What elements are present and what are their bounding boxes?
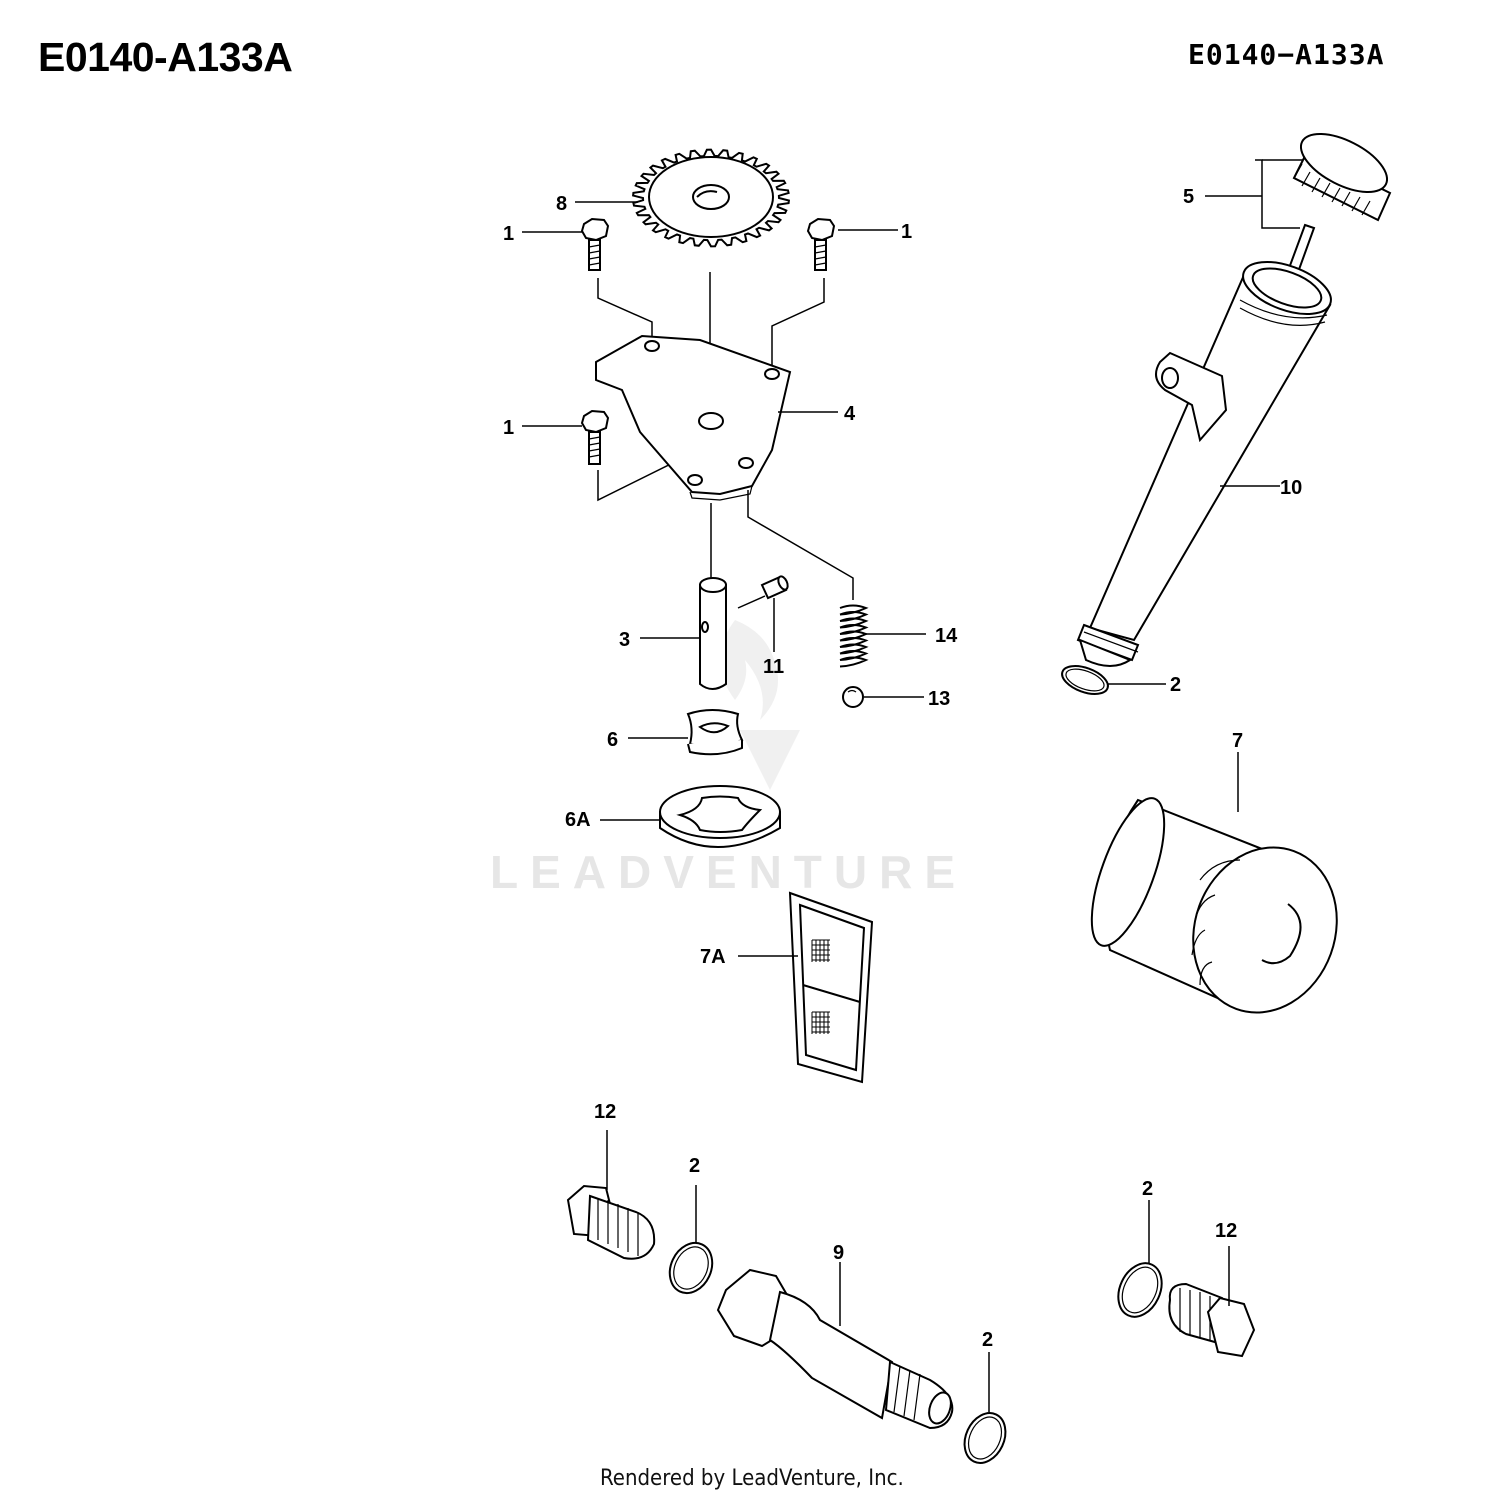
- callout-8[interactable]: 8: [556, 193, 567, 215]
- callout-7a[interactable]: 7A: [700, 946, 726, 968]
- o-ring-part-2-tube[interactable]: [1058, 661, 1111, 700]
- spring-part-14[interactable]: [839, 604, 869, 668]
- callout-10[interactable]: 10: [1280, 477, 1302, 499]
- bolt-part-1-lower[interactable]: [580, 409, 610, 465]
- callout-1-right[interactable]: 1: [901, 221, 912, 243]
- callout-12-right[interactable]: 12: [1215, 1220, 1237, 1242]
- oil-filter-part-7[interactable]: [1077, 790, 1360, 1033]
- pump-cover-part-4[interactable]: [595, 334, 792, 501]
- strainer-bolt-part-9[interactable]: [716, 1268, 955, 1430]
- ball-part-13[interactable]: [842, 686, 864, 708]
- o-ring-part-2-left[interactable]: [662, 1236, 720, 1300]
- callout-5[interactable]: 5: [1183, 186, 1194, 208]
- outer-rotor-part-6a[interactable]: [659, 785, 781, 848]
- pin-part-11[interactable]: [760, 575, 790, 600]
- o-ring-part-2-bottom[interactable]: [957, 1406, 1013, 1469]
- callout-11[interactable]: 11: [763, 656, 784, 678]
- callout-14[interactable]: 14: [935, 625, 958, 647]
- callout-2-left[interactable]: 2: [689, 1155, 700, 1177]
- shaft-part-3[interactable]: [699, 577, 727, 690]
- screen-mesh: [811, 939, 830, 1034]
- gear-part-8[interactable]: [632, 148, 790, 248]
- callout-13[interactable]: 13: [928, 688, 950, 710]
- footer-credit: Rendered by LeadVenture, Inc.: [600, 1466, 904, 1491]
- callout-1-lower[interactable]: 1: [503, 417, 514, 439]
- callout-4[interactable]: 4: [844, 403, 856, 425]
- bolt-part-1-left[interactable]: [580, 217, 610, 271]
- watermark: LEADVENTURE: [490, 620, 967, 898]
- diagram-code: E0140−A133A: [1188, 38, 1385, 71]
- drain-plug-part-12-left[interactable]: [566, 1184, 656, 1260]
- callout-6[interactable]: 6: [607, 729, 618, 751]
- callout-2-right[interactable]: 2: [1142, 1178, 1153, 1200]
- inner-rotor-part-6[interactable]: [686, 709, 744, 756]
- o-ring-part-2-right[interactable]: [1110, 1256, 1170, 1324]
- callout-2-tube[interactable]: 2: [1170, 674, 1181, 696]
- oil-screen-part-7a[interactable]: [788, 891, 874, 1084]
- dipstick-tube-part-10[interactable]: [1076, 252, 1338, 667]
- drain-plug-part-12-right[interactable]: [1168, 1282, 1256, 1358]
- bolt-part-1-right[interactable]: [806, 217, 836, 271]
- watermark-text: LEADVENTURE: [490, 846, 967, 898]
- callout-9[interactable]: 9: [833, 1242, 844, 1264]
- diagram-title: E0140-A133A: [38, 34, 293, 80]
- callout-2-bottom[interactable]: 2: [982, 1329, 993, 1351]
- callout-1-left[interactable]: 1: [503, 223, 514, 245]
- callout-6a[interactable]: 6A: [565, 809, 591, 831]
- callout-7[interactable]: 7: [1232, 730, 1243, 752]
- callout-12-left[interactable]: 12: [594, 1101, 616, 1123]
- callout-3[interactable]: 3: [619, 629, 630, 651]
